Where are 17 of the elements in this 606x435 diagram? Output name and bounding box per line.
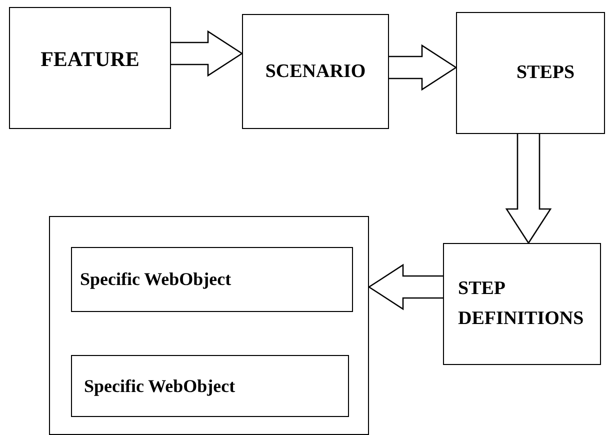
container-box xyxy=(49,216,369,435)
box-label: STEPS xyxy=(516,62,575,84)
box-label: Specific WebObject xyxy=(84,376,236,396)
process-box xyxy=(71,355,349,417)
process-box xyxy=(443,243,601,365)
block-arrow xyxy=(388,44,458,91)
block-arrow xyxy=(170,30,244,77)
process-box xyxy=(71,247,353,312)
block-arrow xyxy=(368,264,444,310)
box-label: SCENARIO xyxy=(265,60,366,82)
process-box xyxy=(242,14,389,129)
process-box xyxy=(9,7,171,129)
process-box xyxy=(456,12,605,134)
box-label: FEATURE xyxy=(40,46,140,72)
box-label: STEP DEFINITIONS xyxy=(458,276,585,331)
block-arrow xyxy=(505,133,552,244)
box-label: Specific WebObject xyxy=(80,269,232,290)
